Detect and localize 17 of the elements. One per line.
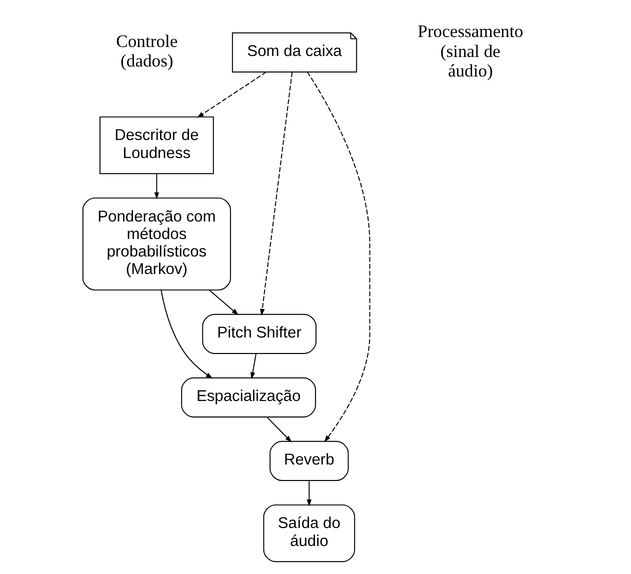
node-box: Descritor de Loudness bbox=[99, 116, 214, 174]
node-box: Pitch Shifter bbox=[202, 314, 316, 354]
arrow bbox=[250, 353, 256, 380]
arrow bbox=[306, 72, 370, 442]
label: Processamento (sinal de áudio) bbox=[417, 21, 523, 80]
node-box: Reverb bbox=[269, 440, 348, 481]
arrow bbox=[160, 290, 212, 379]
arrow bbox=[154, 173, 159, 200]
node-box: Saída do áudio bbox=[262, 504, 355, 562]
arrow bbox=[208, 290, 238, 316]
arrow bbox=[266, 416, 292, 442]
label: Controle (dados) bbox=[116, 30, 178, 71]
arrow bbox=[306, 480, 312, 506]
arrow bbox=[259, 72, 292, 316]
arrow bbox=[196, 72, 266, 118]
node-box: Ponderação com métodos probabilísticos (Markov) bbox=[82, 198, 230, 290]
node-box: Espacialização bbox=[180, 377, 316, 418]
